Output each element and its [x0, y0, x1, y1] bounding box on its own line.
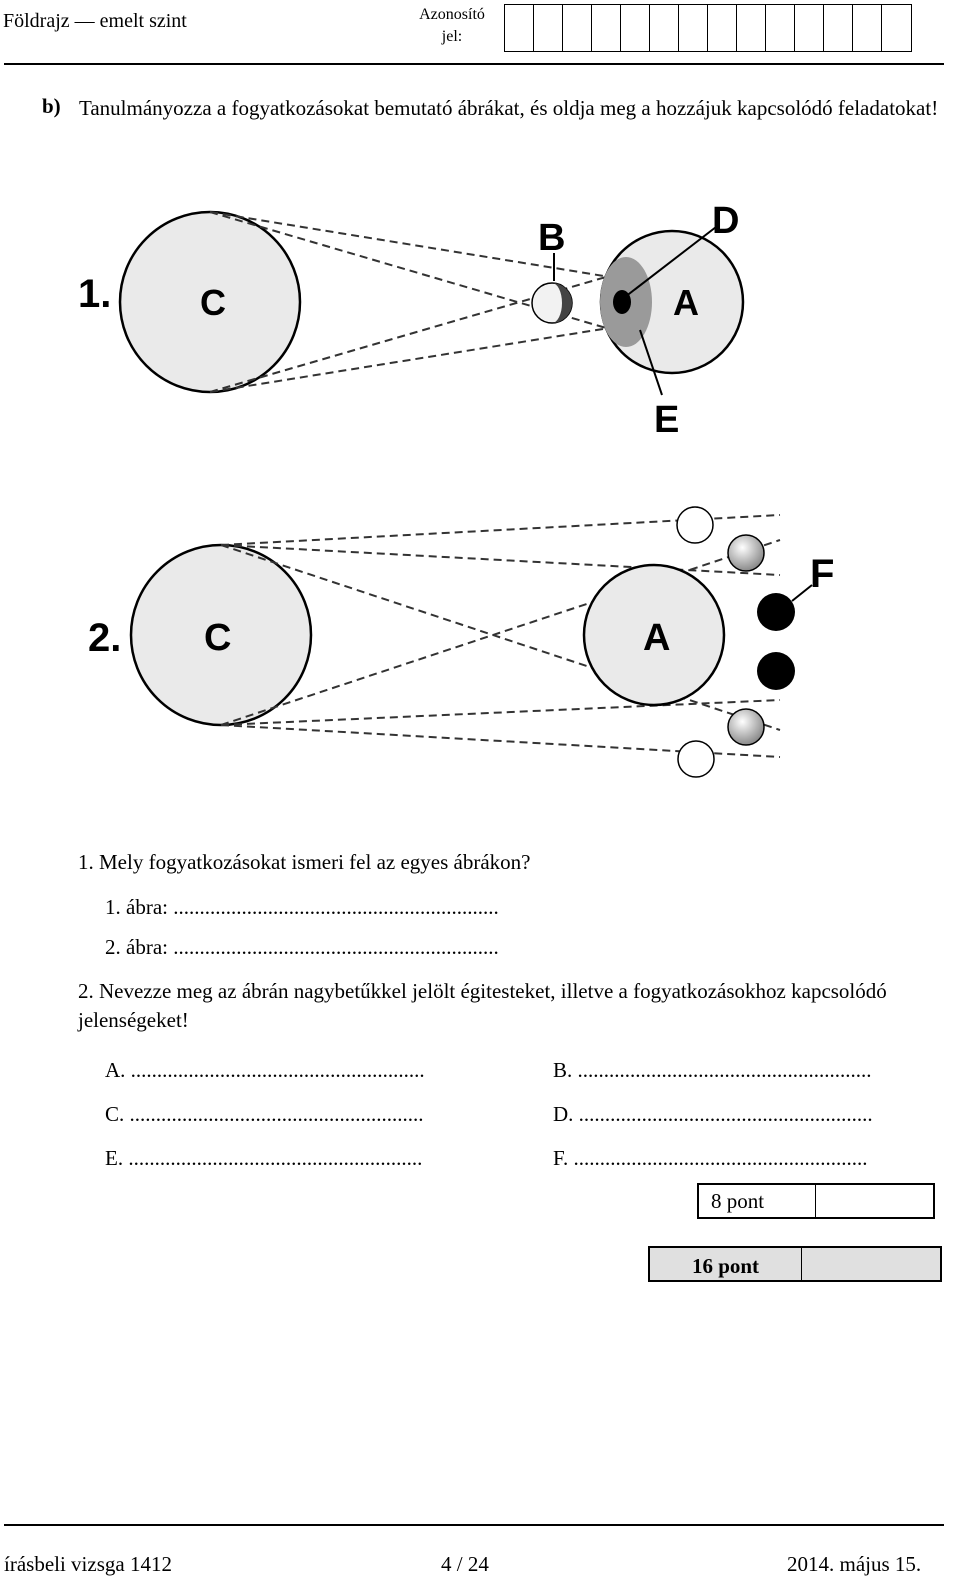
total-score-label: 16 pont [650, 1248, 802, 1280]
label-c-2: C [204, 617, 231, 659]
figure-2-number: 2. [88, 616, 121, 660]
figure-1-solar-eclipse: 1. C A B D E [78, 200, 745, 441]
label-a: A [673, 282, 699, 323]
label-a-2: A [643, 617, 670, 659]
footer-rule [4, 1524, 944, 1526]
question-2-text: 2. Nevezze meg az ábrán nagybetűkkel jel… [78, 979, 887, 1032]
footer-exam-id: írásbeli vizsga 1412 [4, 1552, 172, 1576]
answer-line-figure-1[interactable]: 1. ábra: ...............................… [105, 895, 499, 919]
id-box-cell[interactable] [737, 5, 766, 51]
label-d: D [712, 200, 739, 242]
score-input-cell[interactable] [816, 1185, 933, 1217]
id-boxes [504, 4, 912, 52]
id-box-cell[interactable] [592, 5, 621, 51]
id-box-cell[interactable] [621, 5, 650, 51]
id-box-cell[interactable] [882, 5, 911, 51]
id-box-cell[interactable] [563, 5, 592, 51]
answer-d[interactable]: D. .....................................… [553, 1102, 873, 1126]
label-c: C [200, 282, 226, 323]
id-box-cell[interactable] [795, 5, 824, 51]
id-box-cell[interactable] [534, 5, 563, 51]
answer-c[interactable]: C. .....................................… [105, 1102, 424, 1126]
answer-line-figure-2[interactable]: 2. ábra: ...............................… [105, 935, 499, 959]
id-box-cell[interactable] [766, 5, 795, 51]
task-instruction: Tanulmányozza a fogyatkozásokat bemutató… [79, 96, 939, 120]
answer-e[interactable]: E. .....................................… [105, 1146, 423, 1170]
moon-position-1 [676, 506, 714, 544]
label-b: B [538, 217, 565, 259]
figure-2-lunar-eclipse: 2. C A F [88, 506, 834, 778]
task-label: b) [42, 94, 61, 118]
id-box-cell[interactable] [853, 5, 882, 51]
footer-date: 2014. május 15. [787, 1552, 922, 1576]
label-f: F [810, 552, 834, 596]
figure-1-number: 1. [78, 272, 111, 316]
score-label: 8 pont [699, 1185, 816, 1217]
id-box-cell[interactable] [824, 5, 853, 51]
question-2: 2. Nevezze meg az ábrán nagybetűkkel jel… [78, 977, 940, 1035]
answer-b[interactable]: B. .....................................… [553, 1058, 872, 1082]
id-box-cell[interactable] [650, 5, 679, 51]
footer-page-number: 4 / 24 [441, 1552, 489, 1576]
id-box-cell[interactable] [708, 5, 737, 51]
label-e: E [654, 399, 679, 441]
id-label: Azonosító jel: [419, 6, 485, 45]
moon-position-4 [757, 652, 795, 690]
question-1: 1. Mely fogyatkozásokat ismeri fel az eg… [78, 850, 531, 874]
page-header-title: Földrajz — emelt szint [3, 10, 187, 32]
total-score-box: 16 pont [648, 1246, 942, 1282]
moon-position-3-f [757, 593, 795, 631]
answer-a[interactable]: A. .....................................… [105, 1058, 425, 1082]
moon-position-5 [727, 708, 765, 746]
moon-position-6 [677, 740, 715, 778]
header-rule [4, 63, 944, 65]
total-score-input-cell[interactable] [802, 1248, 940, 1280]
answer-f[interactable]: F. .....................................… [553, 1146, 868, 1170]
id-box-cell[interactable] [505, 5, 534, 51]
moon-position-2 [727, 534, 765, 572]
score-box: 8 pont [697, 1183, 935, 1219]
id-box-cell[interactable] [679, 5, 708, 51]
earth-a-circle-2 [582, 563, 726, 707]
moon-b-shadow [552, 283, 572, 323]
